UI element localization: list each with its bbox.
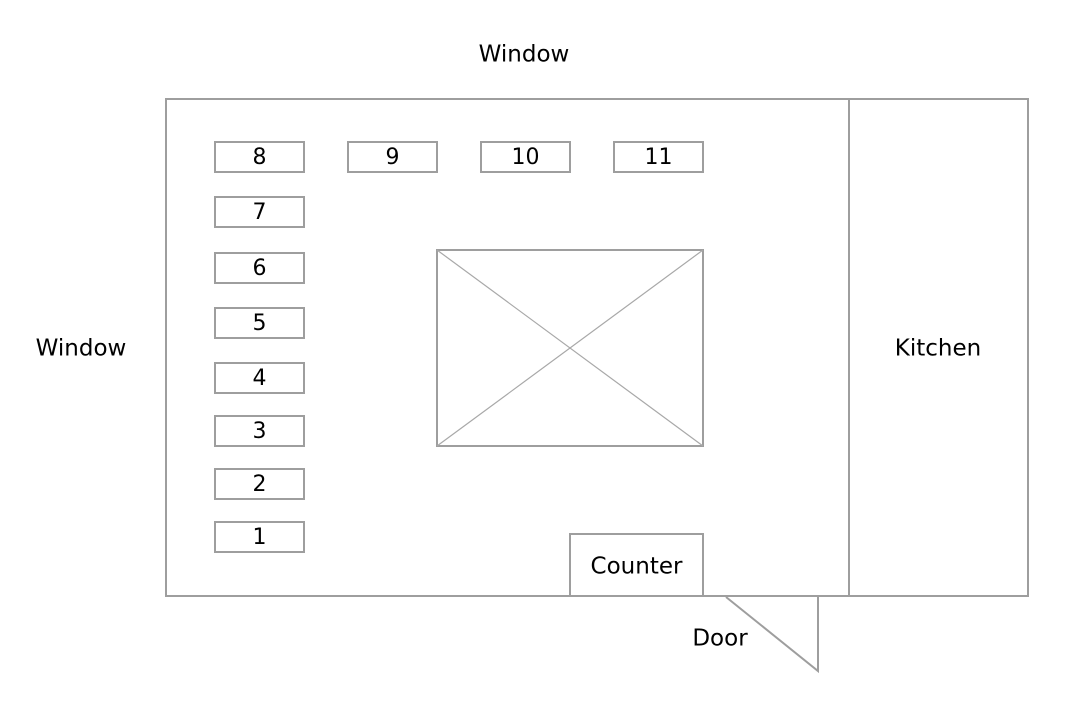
table-3: 3 — [214, 415, 305, 447]
table-1: 1 — [214, 521, 305, 553]
table-8-label: 8 — [253, 145, 267, 170]
table-6: 6 — [214, 252, 305, 284]
table-5-box — [214, 307, 305, 339]
window-left-label: Window — [36, 336, 127, 362]
door-label: Door — [692, 626, 748, 652]
table-11-box — [613, 141, 704, 173]
door: Door — [692, 596, 819, 674]
table-10-label: 10 — [512, 145, 540, 170]
table-9-box — [347, 141, 438, 173]
table-4-label: 4 — [253, 366, 267, 391]
central-placeholder-box — [436, 249, 704, 447]
table-11: 11 — [613, 141, 704, 173]
table-11-label: 11 — [645, 145, 673, 170]
table-10-box — [480, 141, 571, 173]
table-3-label: 3 — [253, 419, 267, 444]
kitchen-label: Kitchen — [895, 336, 981, 362]
table-4: 4 — [214, 362, 305, 394]
table-7-box — [214, 196, 305, 228]
placeholder-diagonal-2 — [436, 249, 704, 447]
table-8-box — [214, 141, 305, 173]
table-6-label: 6 — [253, 256, 267, 281]
table-8: 8 — [214, 141, 305, 173]
table-9-label: 9 — [386, 145, 400, 170]
table-3-box — [214, 415, 305, 447]
counter: Counter — [569, 533, 704, 597]
table-6-box — [214, 252, 305, 284]
table-9: 9 — [347, 141, 438, 173]
table-1-box — [214, 521, 305, 553]
door-swing — [725, 596, 819, 674]
table-4-box — [214, 362, 305, 394]
counter-box — [569, 533, 704, 597]
table-7-label: 7 — [253, 200, 267, 225]
table-5-label: 5 — [253, 311, 267, 336]
window-top-label: Window — [479, 42, 570, 68]
table-10: 10 — [480, 141, 571, 173]
table-1-label: 1 — [253, 525, 267, 550]
table-7: 7 — [214, 196, 305, 228]
table-2-label: 2 — [253, 472, 267, 497]
table-5: 5 — [214, 307, 305, 339]
table-2-box — [214, 468, 305, 500]
central-placeholder — [436, 249, 704, 447]
table-2: 2 — [214, 468, 305, 500]
counter-label: Counter — [591, 554, 683, 580]
